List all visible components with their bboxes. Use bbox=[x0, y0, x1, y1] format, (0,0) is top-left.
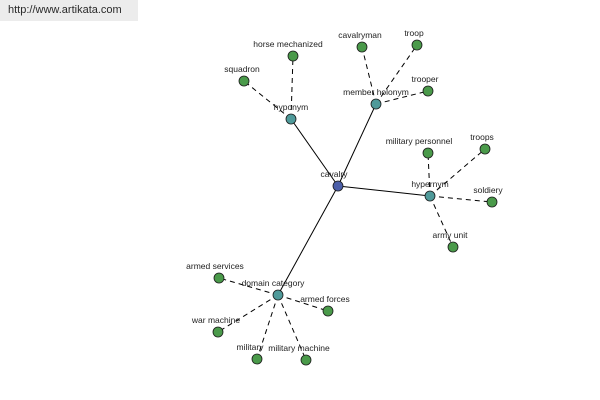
label-troops: troops bbox=[470, 132, 494, 142]
edge-domain-category-war-machine bbox=[217, 294, 279, 333]
node-cavalryman[interactable] bbox=[356, 41, 368, 53]
node-domain-category[interactable] bbox=[272, 289, 284, 301]
edge-cavalry-hypernym bbox=[337, 185, 431, 197]
graph-edges bbox=[217, 44, 493, 361]
edge-domain-category-military-machine bbox=[277, 294, 307, 361]
edge-cavalry-hyponym bbox=[290, 118, 339, 187]
node-trooper[interactable] bbox=[422, 85, 434, 97]
graph-nodes bbox=[212, 39, 498, 366]
label-war-machine: war machine bbox=[191, 315, 240, 325]
label-squadron: squadron bbox=[224, 64, 260, 74]
graph-labels: squadron horse mechanized cavalryman troop t… bbox=[186, 28, 503, 353]
label-domain-category: domain category bbox=[242, 278, 306, 288]
edge-domain-category-military bbox=[256, 294, 279, 360]
node-armed-forces[interactable] bbox=[322, 305, 334, 317]
node-member-holonym[interactable] bbox=[370, 98, 382, 110]
label-cavalry: cavalry bbox=[321, 169, 349, 179]
label-hyponym: hyponym bbox=[274, 102, 309, 112]
edge-hypernym-military-personnel bbox=[427, 152, 431, 197]
node-troop[interactable] bbox=[411, 39, 423, 51]
label-armed-forces: armed forces bbox=[300, 294, 350, 304]
node-army-unit[interactable] bbox=[447, 241, 459, 253]
edge-cavalry-member-holonym bbox=[337, 103, 377, 187]
node-horse-mechanized[interactable] bbox=[287, 50, 299, 62]
node-military-machine[interactable] bbox=[300, 354, 312, 366]
label-horse-mechanized: horse mechanized bbox=[253, 39, 323, 49]
label-military-personnel: military personnel bbox=[386, 136, 453, 146]
node-military[interactable] bbox=[251, 353, 263, 365]
node-cavalry[interactable] bbox=[332, 180, 344, 192]
edge-hypernym-soldiery bbox=[429, 195, 493, 203]
label-member-holonym: member holonym bbox=[343, 87, 409, 97]
edge-hypernym-troops bbox=[429, 148, 486, 197]
label-army-unit: army unit bbox=[433, 230, 469, 240]
edge-member-holonym-troop bbox=[375, 44, 418, 105]
label-troop: troop bbox=[404, 28, 424, 38]
edge-member-holonym-cavalryman bbox=[361, 46, 377, 105]
node-armed-services[interactable] bbox=[213, 272, 225, 284]
edge-hyponym-horse-mechanized bbox=[290, 55, 294, 120]
node-military-personnel[interactable] bbox=[422, 147, 434, 159]
label-cavalryman: cavalryman bbox=[338, 30, 382, 40]
label-military: military bbox=[237, 342, 265, 352]
edge-hyponym-squadron bbox=[243, 80, 292, 120]
label-hypernym: hypernym bbox=[411, 179, 448, 189]
node-troops[interactable] bbox=[479, 143, 491, 155]
label-armed-services: armed services bbox=[186, 261, 244, 271]
label-soldiery: soldiery bbox=[473, 185, 503, 195]
node-soldiery[interactable] bbox=[486, 196, 498, 208]
site-url[interactable]: http://www.artikata.com bbox=[0, 0, 138, 21]
node-squadron[interactable] bbox=[238, 75, 250, 87]
edge-domain-category-armed-services bbox=[218, 277, 279, 296]
edge-cavalry-domain-category bbox=[277, 185, 339, 296]
label-trooper: trooper bbox=[412, 74, 439, 84]
node-hypernym[interactable] bbox=[424, 190, 436, 202]
edge-hypernym-army-unit bbox=[429, 195, 454, 248]
label-military-machine: military machine bbox=[268, 343, 330, 353]
node-hyponym[interactable] bbox=[285, 113, 297, 125]
node-war-machine[interactable] bbox=[212, 326, 224, 338]
